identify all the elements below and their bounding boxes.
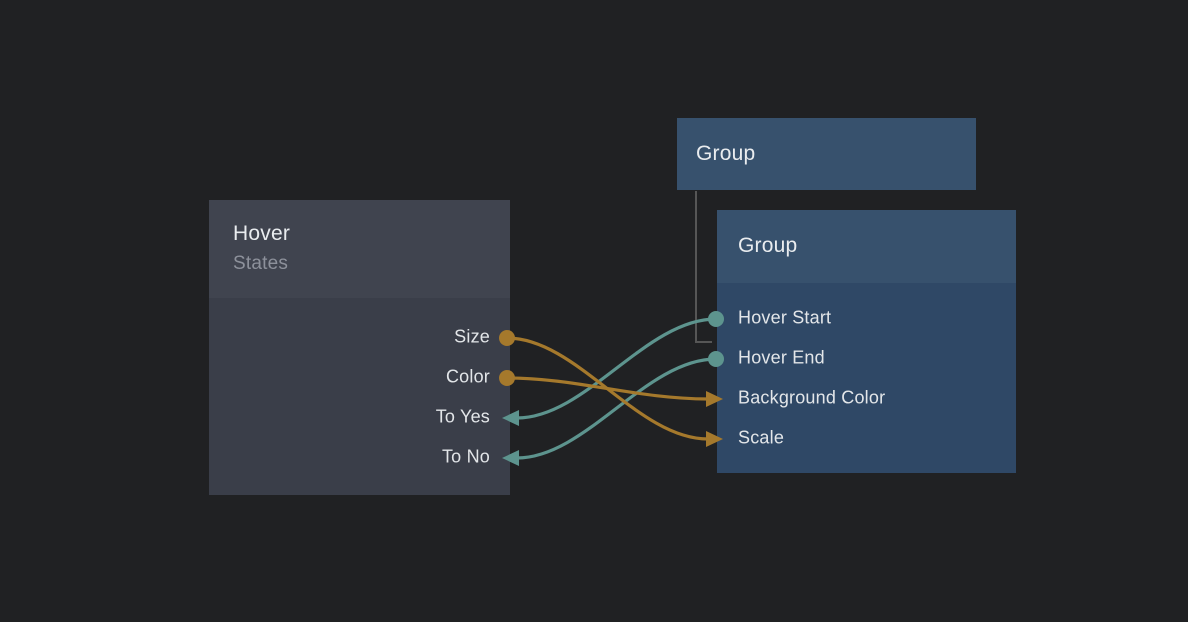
port-label-scale[interactable]: Scale (738, 427, 785, 448)
hierarchy-link-line (695, 191, 712, 343)
node-title-group: Group (738, 234, 798, 258)
node-group-header[interactable]: Group (717, 210, 1016, 283)
node-hover-header[interactable]: Hover States (209, 200, 510, 298)
node-hover-states[interactable]: Hover States (209, 200, 510, 495)
port-label-hover-end[interactable]: Hover End (738, 347, 825, 368)
port-label-to-no[interactable]: To No (441, 446, 490, 467)
port-label-to-yes[interactable]: To Yes (435, 406, 490, 427)
node-group[interactable]: Group (717, 210, 1016, 473)
port-label-size[interactable]: Size (454, 326, 490, 347)
connection-hover-end-to-no[interactable] (515, 357, 718, 460)
connection-color-to-background-color[interactable] (505, 376, 710, 401)
node-group-parent[interactable]: Group (677, 118, 976, 190)
port-label-color[interactable]: Color (445, 366, 490, 387)
node-title-group-parent: Group (696, 141, 756, 165)
connection-size-to-scale[interactable] (505, 336, 710, 441)
port-label-background-color[interactable]: Background Color (738, 387, 886, 408)
port-label-hover-start[interactable]: Hover Start (738, 307, 832, 328)
connection-hover-start-to-yes[interactable] (515, 317, 718, 420)
node-subtitle-states: States (233, 253, 289, 275)
node-title-hover: Hover (233, 222, 291, 245)
